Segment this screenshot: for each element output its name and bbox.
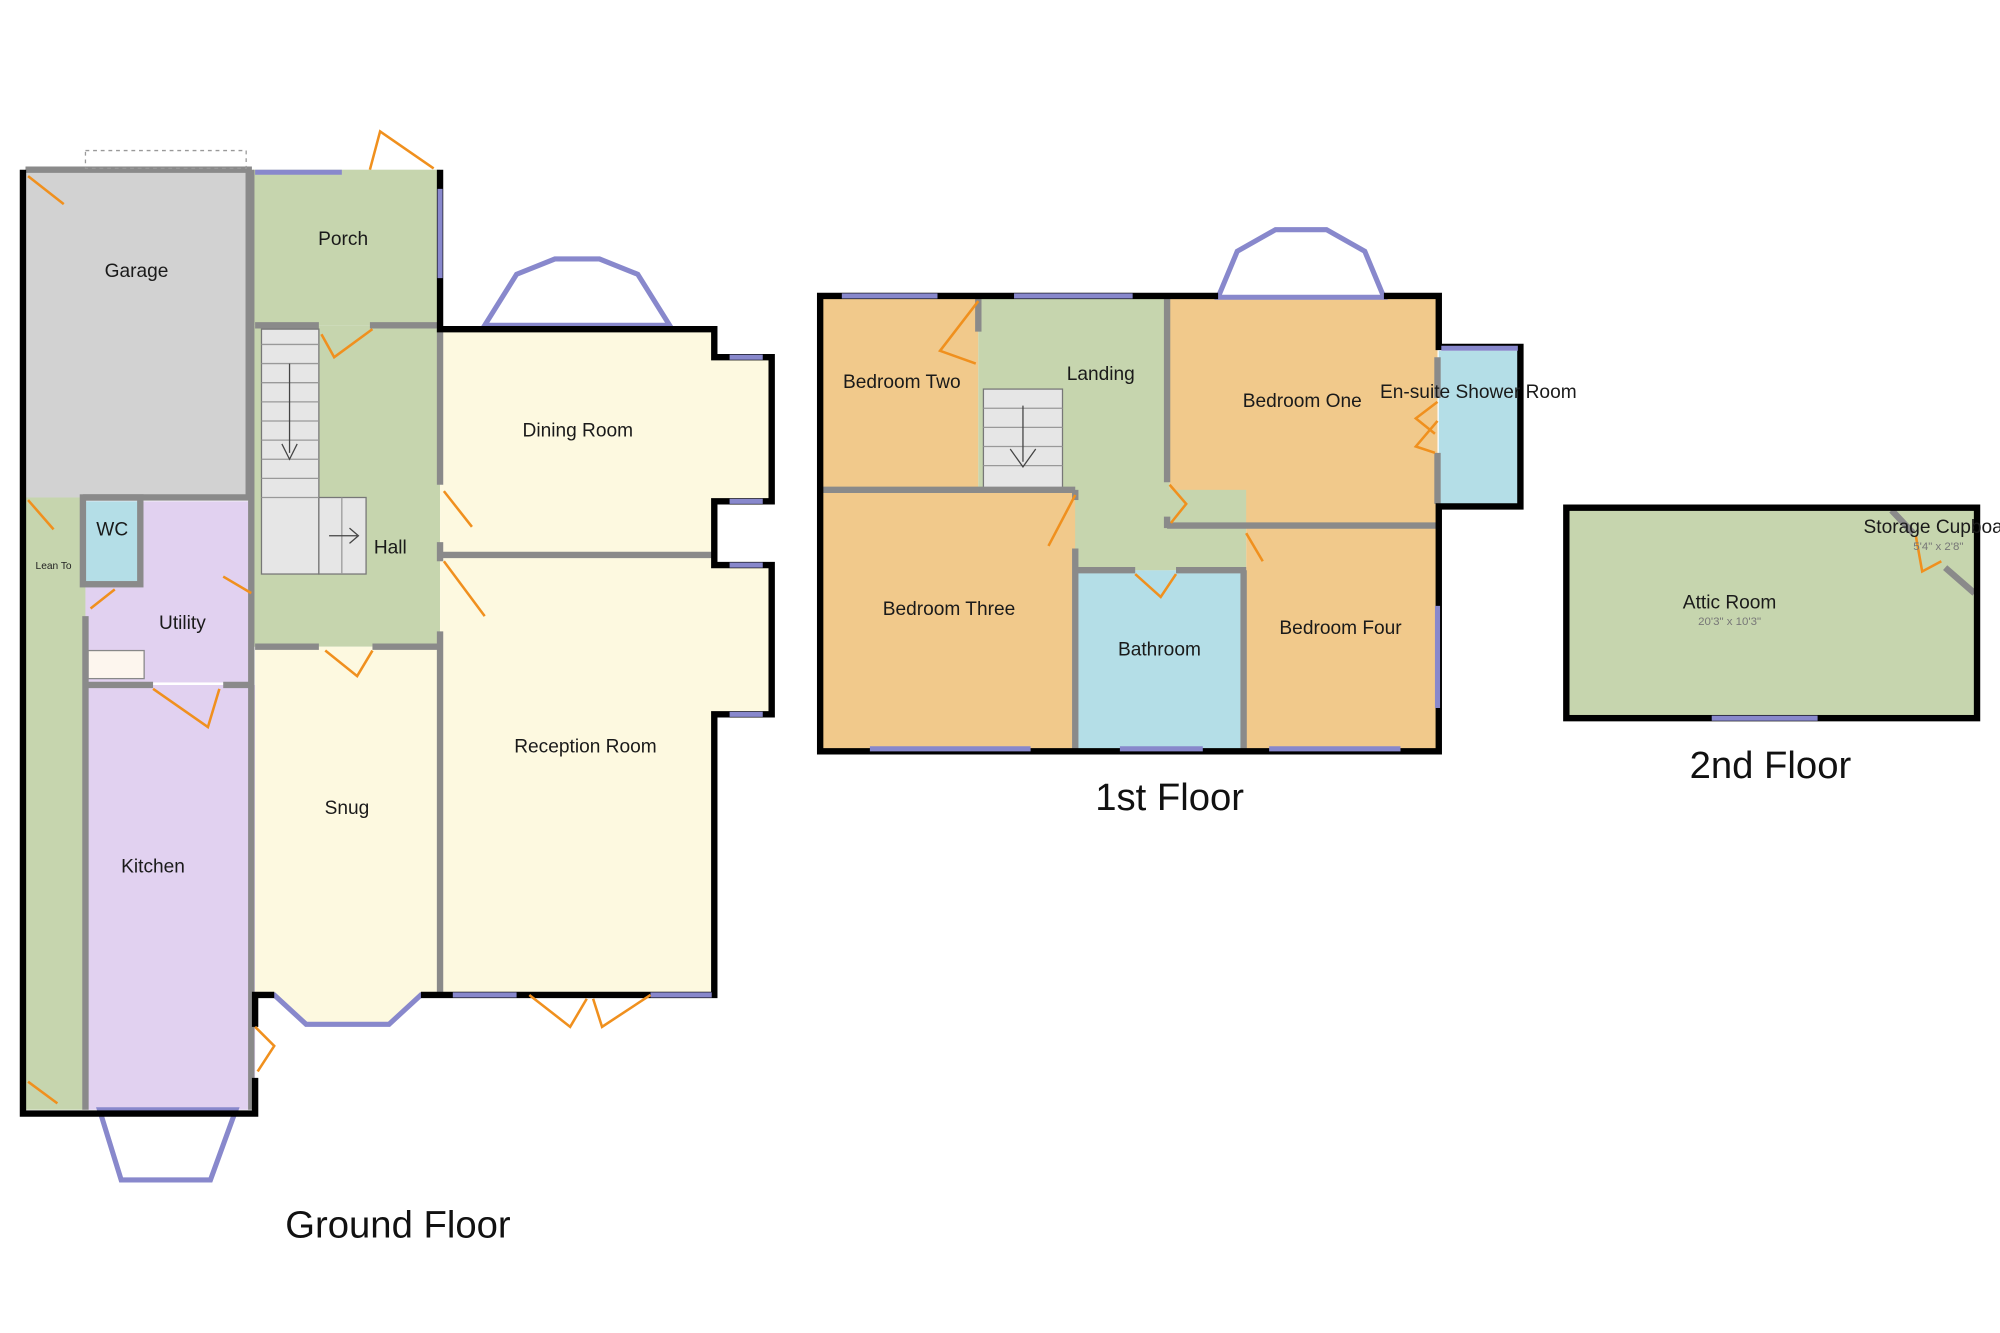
room-label-utility: Utility [159, 613, 206, 634]
room-garage [25, 169, 249, 498]
room-bathroom [1075, 570, 1247, 749]
room-label-bedroom-two: Bedroom Two [843, 372, 961, 393]
room-label-garage: Garage [105, 261, 169, 282]
ground-floor-plan: Garage Porch Dining Room WC Lean To Hall… [19, 129, 775, 1246]
stair-arrow-icon [281, 363, 360, 544]
room-bedroom-three [822, 489, 1076, 749]
floor-title-ground: Ground Floor [285, 1203, 511, 1246]
bedroom-one-bay-window [1214, 227, 1388, 300]
dining-bay-window [480, 256, 675, 328]
second-floor-plan: Attic Room 20'3" x 10'3" Storage Cupboar… [1563, 504, 2000, 787]
room-attic [1566, 507, 1978, 719]
room-label-wc: WC [96, 520, 128, 541]
door-swing [937, 300, 1439, 599]
room-label-en-suite: En-suite Shower Room [1380, 382, 1577, 403]
room-wc [85, 501, 141, 585]
room-label-reception-room: Reception Room [514, 737, 656, 758]
room-label-hall: Hall [374, 538, 407, 559]
room-dimensions-attic: 20'3" x 10'3" [1698, 616, 1761, 628]
room-reception [440, 557, 772, 995]
room-en-suite [1438, 350, 1521, 507]
room-label-bedroom-three: Bedroom Three [883, 599, 1016, 620]
room-bedroom-one [1169, 295, 1438, 529]
room-bedroom-two [822, 295, 979, 490]
room-dimensions-storage-cupboard: 5'4" x 2'8" [1913, 541, 1963, 553]
door-swing [27, 129, 652, 1105]
room-label-dining-room: Dining Room [523, 420, 634, 441]
room-label-storage-cupboard: Storage Cupboard [1864, 517, 2000, 538]
floor-title-first: 1st Floor [1095, 776, 1244, 819]
room-label-bedroom-one: Bedroom One [1243, 391, 1362, 412]
room-label-landing: Landing [1067, 364, 1135, 385]
staircase [260, 328, 320, 575]
room-label-porch: Porch [318, 229, 368, 250]
room-label-kitchen: Kitchen [121, 856, 185, 877]
room-lean-to [25, 497, 86, 1110]
room-kitchen [85, 684, 256, 1110]
floor-title-second: 2nd Floor [1690, 744, 1852, 787]
door-swing [1914, 535, 1942, 574]
room-label-lean-to: Lean To [36, 561, 72, 572]
room-porch [252, 169, 441, 326]
room-label-bathroom: Bathroom [1118, 640, 1201, 661]
room-dining [440, 329, 772, 553]
room-label-attic: Attic Room [1683, 592, 1777, 613]
first-floor-plan: Bedroom Two Landing Bedroom One En-suite… [816, 227, 1577, 819]
room-label-bedroom-four: Bedroom Four [1279, 618, 1402, 639]
appliance [87, 649, 145, 680]
room-snug [255, 646, 441, 995]
kitchen-bay-window [96, 1107, 240, 1183]
room-bedroom-four [1246, 528, 1438, 749]
room-label-snug: Snug [325, 798, 370, 819]
stair-arrow-icon [1009, 405, 1037, 468]
